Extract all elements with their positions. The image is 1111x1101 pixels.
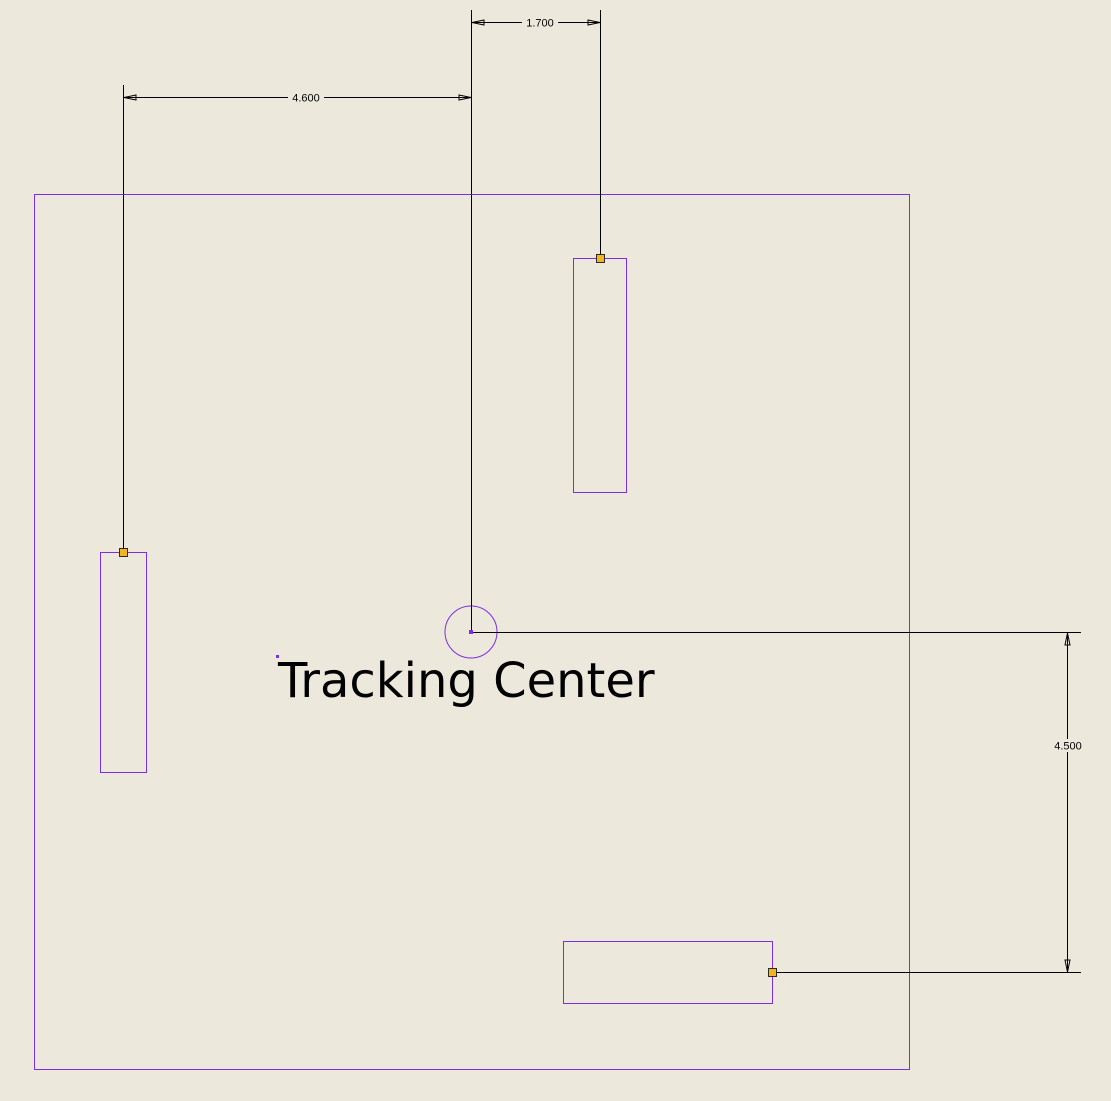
dimension-4500[interactable]: 4.500: [1050, 632, 1086, 973]
arrowhead-left-icon: [123, 94, 137, 101]
bottom-slot-outline[interactable]: [563, 941, 773, 1004]
dimension-value-4600: 4.600: [292, 93, 320, 105]
tracking-center-point[interactable]: [469, 630, 473, 634]
arrowhead-right-icon: [587, 19, 601, 26]
arrowhead-left-icon: [471, 19, 485, 26]
grip-point-top-slot[interactable]: [596, 254, 605, 263]
arrowhead-up-icon: [1064, 632, 1071, 646]
dimension-value-4500: 4.500: [1054, 741, 1082, 753]
grip-point-left-slot[interactable]: [119, 548, 128, 557]
arrowhead-right-icon: [458, 94, 472, 101]
left-slot-outline[interactable]: [100, 552, 147, 773]
dimension-value-1700: 1.700: [526, 18, 554, 30]
label-anchor-point: [276, 655, 279, 658]
top-slot-outline[interactable]: [573, 258, 627, 493]
dimension-4600[interactable]: 4.600: [123, 91, 472, 105]
tracking-center-label[interactable]: Tracking Center: [277, 653, 655, 709]
arrowhead-down-icon: [1064, 959, 1071, 973]
dimension-1700[interactable]: 1.700: [471, 16, 601, 30]
grip-point-bottom-slot[interactable]: [768, 968, 777, 977]
